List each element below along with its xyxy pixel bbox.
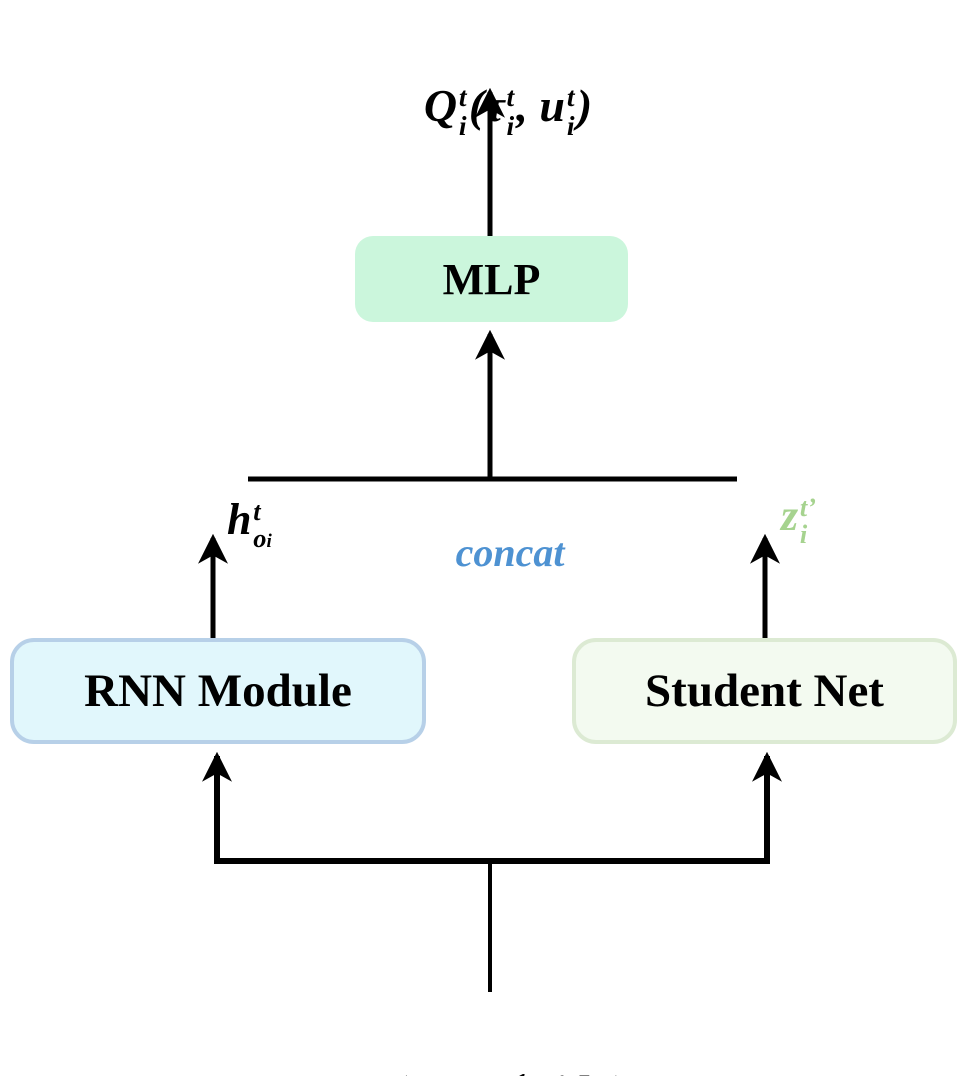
student-net-box: Student Net	[572, 638, 957, 744]
concat-label: concat	[455, 530, 565, 575]
math-token: ut−1i	[462, 1066, 530, 1076]
idx-token: idx	[553, 1066, 612, 1076]
rnn-module-label: RNN Module	[84, 665, 352, 717]
input-label: (oti, ut−1i, idx)	[0, 988, 970, 1076]
math-token: oti	[404, 1066, 439, 1076]
mlp-box: MLP	[355, 236, 628, 322]
student-net-label: Student Net	[645, 665, 884, 717]
rnn-module-box: RNN Module	[10, 638, 426, 744]
mlp-label: MLP	[442, 254, 541, 304]
